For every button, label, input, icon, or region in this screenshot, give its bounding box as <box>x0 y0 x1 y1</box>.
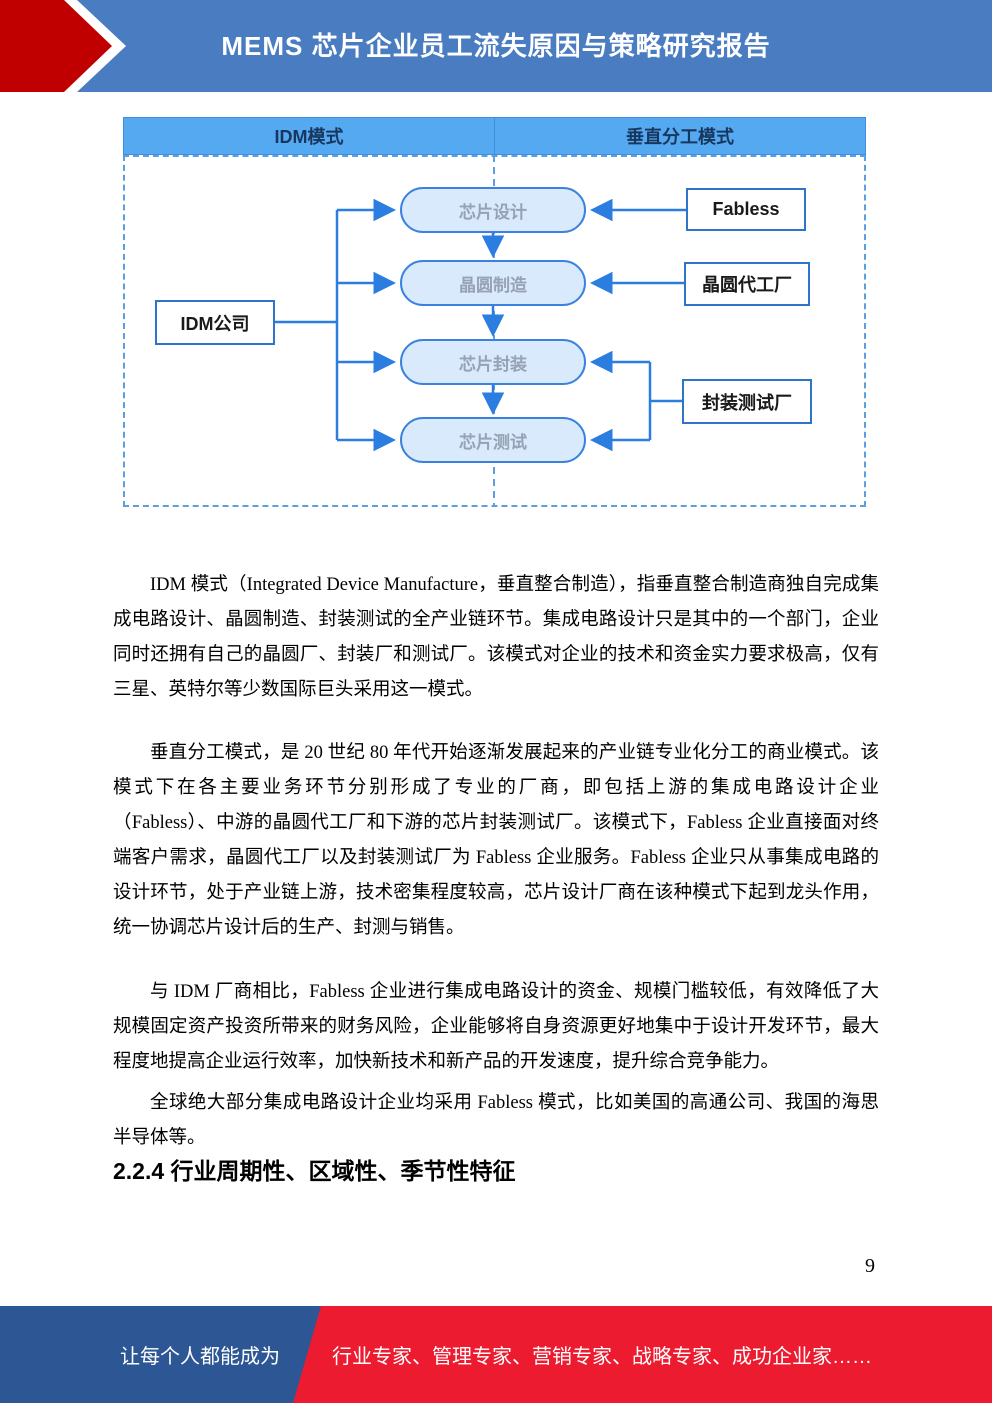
diagram-header-band: IDM模式 垂直分工模式 <box>123 117 866 155</box>
box-osat: 封装测试厂 <box>682 379 812 424</box>
footer-slogan-right: 行业专家、管理专家、营销专家、战略专家、成功企业家…… <box>332 1346 872 1368</box>
footer-blue-area <box>0 1306 321 1403</box>
box-fabless: Fabless <box>686 188 806 231</box>
arrow-red-shape <box>0 0 112 92</box>
paragraph-fabless-examples: 全球绝大部分集成电路设计企业均采用 Fabless 模式，比如美国的高通公司、我… <box>113 1093 879 1148</box>
step-chip-package: 芯片封装 <box>400 339 586 385</box>
step-chip-test: 芯片测试 <box>400 417 586 463</box>
box-foundry: 晶圆代工厂 <box>684 262 810 306</box>
red-arrow-decoration <box>0 0 126 92</box>
step-wafer-fab: 晶圆制造 <box>400 260 586 306</box>
idm-vs-fabless-diagram: IDM模式 垂直分工模式 芯片设计 晶圆制造 芯片封装 芯片测试 IDM公司 F… <box>123 117 866 507</box>
step-chip-design: 芯片设计 <box>400 187 586 233</box>
footer-band <box>0 1306 992 1403</box>
paragraph-fabless-benefit: 与 IDM 厂商相比，Fabless 企业进行集成电路设计的资金、规模门槛较低，… <box>113 982 879 1072</box>
diagram-label-vertical-mode: 垂直分工模式 <box>626 127 734 147</box>
box-idm-company: IDM公司 <box>155 300 275 345</box>
paragraph-vertical-mode: 垂直分工模式，是 20 世纪 80 年代开始逐渐发展起来的产业链专业化分工的商业… <box>113 743 879 938</box>
header-banner: MEMS 芯片企业员工流失原因与策略研究报告 <box>0 0 992 92</box>
page-number: 9 <box>865 1255 875 1277</box>
page-title: MEMS 芯片企业员工流失原因与策略研究报告 <box>221 31 771 61</box>
footer-slogan-left: 让每个人都能成为 <box>120 1346 280 1368</box>
section-heading-2-2-4: 2.2.4 行业周期性、区域性、季节性特征 <box>113 1158 516 1184</box>
paragraph-idm-mode: IDM 模式（Integrated Device Manufacture，垂直整… <box>113 575 879 700</box>
diagram-label-idm-mode: IDM模式 <box>124 118 495 154</box>
